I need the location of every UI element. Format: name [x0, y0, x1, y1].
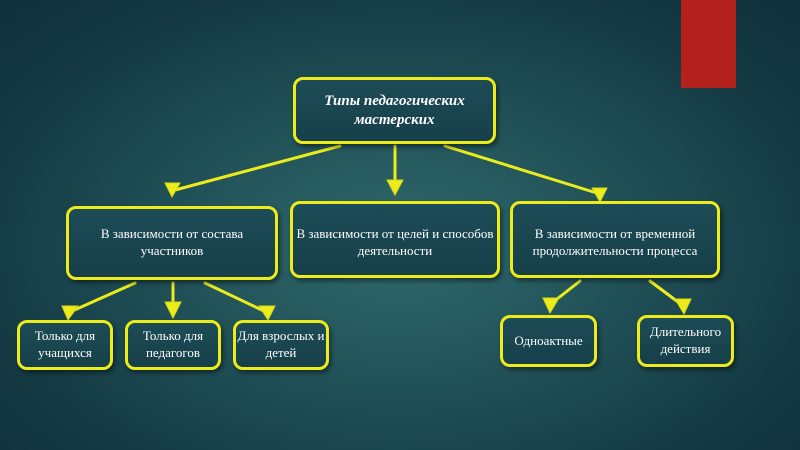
leaf-label: Только для педагогов: [142, 328, 204, 360]
root-node: Типы педагогических мастерских: [293, 77, 496, 144]
leaf-label: Для взрослых и детей: [237, 328, 325, 360]
arrowhead-leaf1: [61, 305, 79, 322]
root-node-label: Типы педагогических мастерских: [324, 92, 465, 128]
leaf-node-long-term: Длительного действия: [637, 315, 734, 367]
connector-root-to-cat1: [173, 144, 342, 192]
accent-bar: [681, 0, 736, 88]
category-node-goals: В зависимости от целей и способов деятел…: [290, 201, 500, 278]
category-label: В зависимости от временной продолжительн…: [532, 226, 698, 258]
category-node-participants: В зависимости от состава участников: [66, 206, 278, 280]
connector-cat1-to-leaf1: [68, 281, 137, 314]
leaf-label: Одноактные: [514, 332, 583, 348]
leaf-label: Длительного действия: [649, 324, 722, 356]
category-label: В зависимости от состава участников: [100, 226, 244, 258]
category-node-duration: В зависимости от временной продолжительн…: [510, 201, 720, 278]
leaf-node-teachers-only: Только для педагогов: [125, 320, 221, 370]
leaf-label: Только для учащихся: [34, 328, 96, 360]
arrowhead-leaf4: [542, 297, 560, 315]
category-label: В зависимости от целей и способов деятел…: [296, 226, 494, 258]
arrowhead-leaf3: [258, 305, 276, 322]
arrowhead-cat3: [591, 187, 608, 204]
arrowhead-leaf2: [164, 301, 182, 320]
arrowhead-leaf5: [674, 298, 692, 316]
leaf-node-adults-and-children: Для взрослых и детей: [233, 320, 329, 370]
arrowhead-cat1: [164, 182, 181, 199]
leaf-node-single-session: Одноактные: [500, 315, 597, 367]
connector-root-to-cat3: [443, 144, 602, 196]
arrowhead-cat2: [386, 179, 404, 197]
connector-cat1-to-leaf3: [203, 281, 268, 314]
leaf-node-students-only: Только для учащихся: [17, 320, 113, 370]
